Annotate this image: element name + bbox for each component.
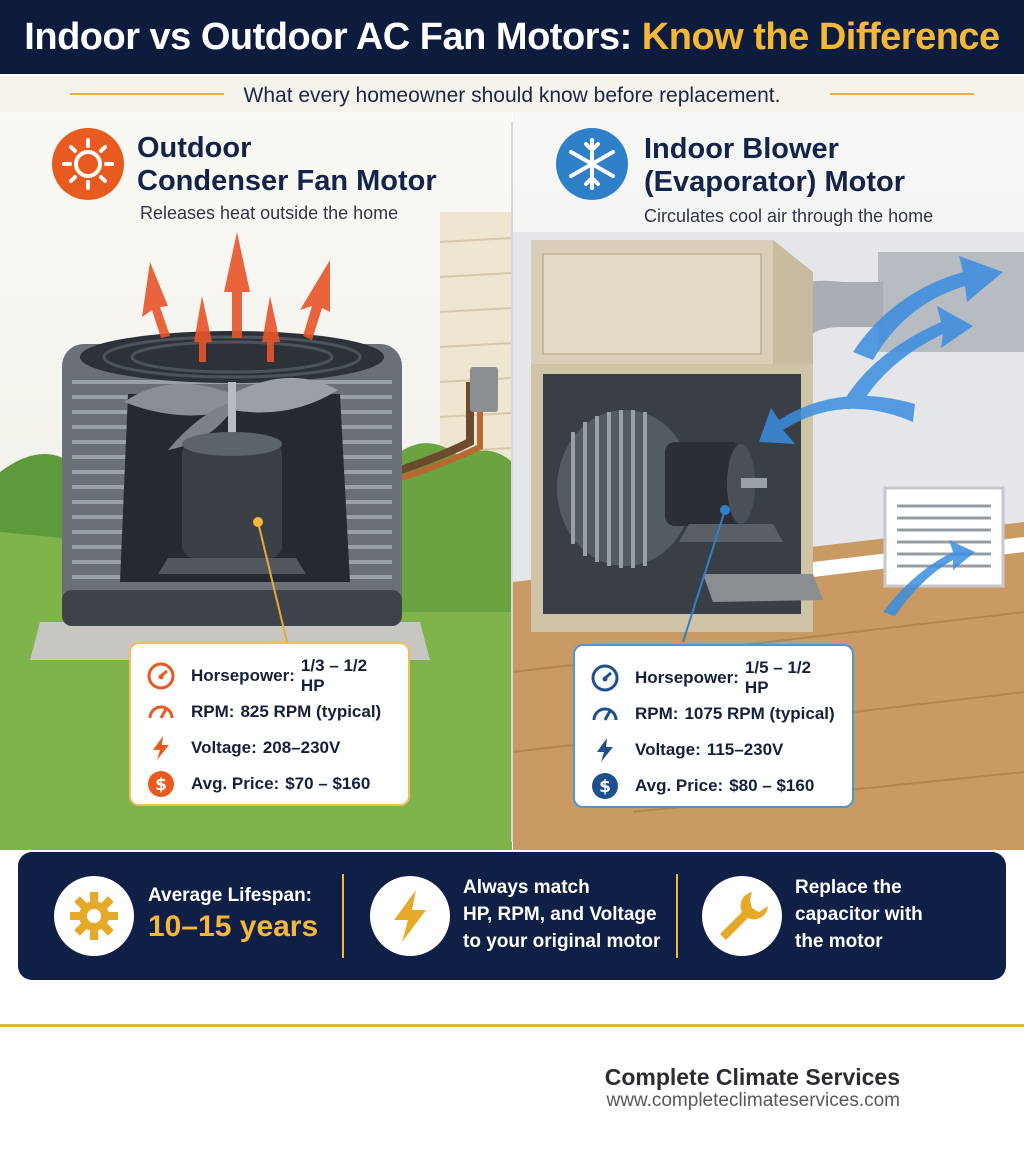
lightning-icon (370, 876, 450, 956)
indoor-panel: Indoor Blower (Evaporator) Motor Circula… (513, 112, 1024, 850)
website-url[interactable]: www.completeclimateservices.com (606, 1090, 900, 1111)
capacitor-tip: Replace the capacitor with the motor (795, 874, 923, 955)
subtitle-rule-left (70, 93, 224, 95)
outdoor-spec-card: Horsepower: 1/3 – 1/2 HP RPM: 825 RPM (t… (129, 642, 410, 806)
indoor-title-line1: Indoor Blower (644, 133, 839, 165)
outdoor-title: Outdoor Condenser Fan Motor (137, 132, 437, 198)
banner-separator (342, 874, 344, 958)
spec-row: Horsepower: 1/5 – 1/2 HP (591, 658, 836, 697)
capacitor-line2: capacitor with (795, 904, 923, 925)
indoor-description: Circulates cool air through the home (644, 206, 934, 226)
spec-row: $ Avg. Price: $70 – $160 (147, 766, 392, 802)
speedometer-icon (592, 707, 618, 721)
spec-value: 1/3 – 1/2 HP (300, 656, 368, 695)
lifespan-value: 10–15 years (148, 910, 319, 943)
gear-icon (54, 876, 134, 956)
spec-label: Horsepower: (635, 668, 739, 687)
svg-text:$: $ (155, 775, 167, 795)
capacitor-line1: Replace the (795, 877, 902, 898)
svg-text:$: $ (599, 777, 611, 797)
spec-label: RPM: (191, 702, 235, 721)
spec-value: 825 RPM (typical) (240, 702, 382, 721)
spec-value: 1075 RPM (typical) (684, 704, 835, 723)
match-line3: to your original motor (463, 931, 661, 952)
page-title: Indoor vs Outdoor AC Fan Motors: Know th… (0, 0, 1024, 74)
subtitle-row: What every homeowner should know before … (0, 76, 1024, 112)
spec-label: Avg. Price: (191, 774, 280, 793)
tips-banner: Average Lifespan: 10–15 years Always mat… (18, 852, 1006, 980)
snowflake-icon (556, 128, 628, 200)
banner-separator (676, 874, 678, 958)
subtitle-rule-right (830, 93, 974, 95)
lifespan-block: Average Lifespan: 10–15 years (148, 882, 318, 945)
indoor-blower-illustration (513, 232, 1024, 850)
spec-row: Horsepower: 1/3 – 1/2 HP (147, 656, 392, 695)
panel-divider (511, 122, 513, 842)
spec-row: Voltage: 208–230V (147, 730, 392, 766)
lightning-icon (597, 738, 613, 762)
sun-icon (52, 128, 124, 200)
match-tip: Always match HP, RPM, and Voltage to you… (463, 874, 660, 955)
speedometer-icon (148, 705, 174, 719)
match-line1: Always match (463, 877, 590, 898)
spec-value: 208–230V (262, 738, 341, 757)
spec-label: Voltage: (635, 740, 701, 759)
spec-row: RPM: 1075 RPM (typical) (591, 696, 836, 732)
spec-label: Avg. Price: (635, 776, 724, 795)
spec-label: RPM: (635, 704, 679, 723)
indoor-spec-card: Horsepower: 1/5 – 1/2 HP RPM: 1075 RPM (… (573, 644, 854, 808)
title-accent: Know the Difference (641, 16, 1000, 58)
spec-row: $ Avg. Price: $80 – $160 (591, 768, 836, 804)
title-bar: Indoor vs Outdoor AC Fan Motors: Know th… (0, 0, 1024, 74)
spec-value: 1/5 – 1/2 HP (744, 658, 812, 697)
spec-value: 115–230V (706, 740, 784, 759)
spec-value: $70 – $160 (285, 774, 371, 793)
company-name: Complete Climate Services (604, 1064, 900, 1090)
spec-row: RPM: 825 RPM (typical) (147, 694, 392, 730)
spec-label: Voltage: (191, 738, 257, 757)
footer-rule (0, 1024, 1024, 1027)
lightning-icon (153, 736, 169, 760)
outdoor-panel: Outdoor Condenser Fan Motor Releases hea… (0, 112, 512, 850)
gauge-icon (591, 664, 619, 692)
indoor-title: Indoor Blower (Evaporator) Motor (644, 133, 905, 199)
spec-value: $80 – $160 (729, 776, 815, 795)
dollar-icon: $ (592, 773, 618, 799)
lifespan-label: Average Lifespan: (148, 885, 313, 906)
outdoor-description: Releases heat outside the home (140, 203, 399, 223)
outdoor-title-line1: Outdoor (137, 132, 252, 164)
dollar-icon: $ (148, 771, 174, 797)
spec-label: Horsepower: (191, 666, 295, 685)
indoor-title-line2: (Evaporator) Motor (644, 166, 905, 198)
match-line2: HP, RPM, and Voltage (463, 904, 657, 925)
spec-row: Voltage: 115–230V (591, 732, 836, 768)
capacitor-line3: the motor (795, 931, 883, 952)
wrench-icon (702, 876, 782, 956)
gauge-icon (147, 662, 175, 690)
title-main: Indoor vs Outdoor AC Fan Motors: (24, 16, 642, 58)
outdoor-title-line2: Condenser Fan Motor (137, 165, 437, 197)
subtitle: What every homeowner should know before … (243, 84, 781, 107)
